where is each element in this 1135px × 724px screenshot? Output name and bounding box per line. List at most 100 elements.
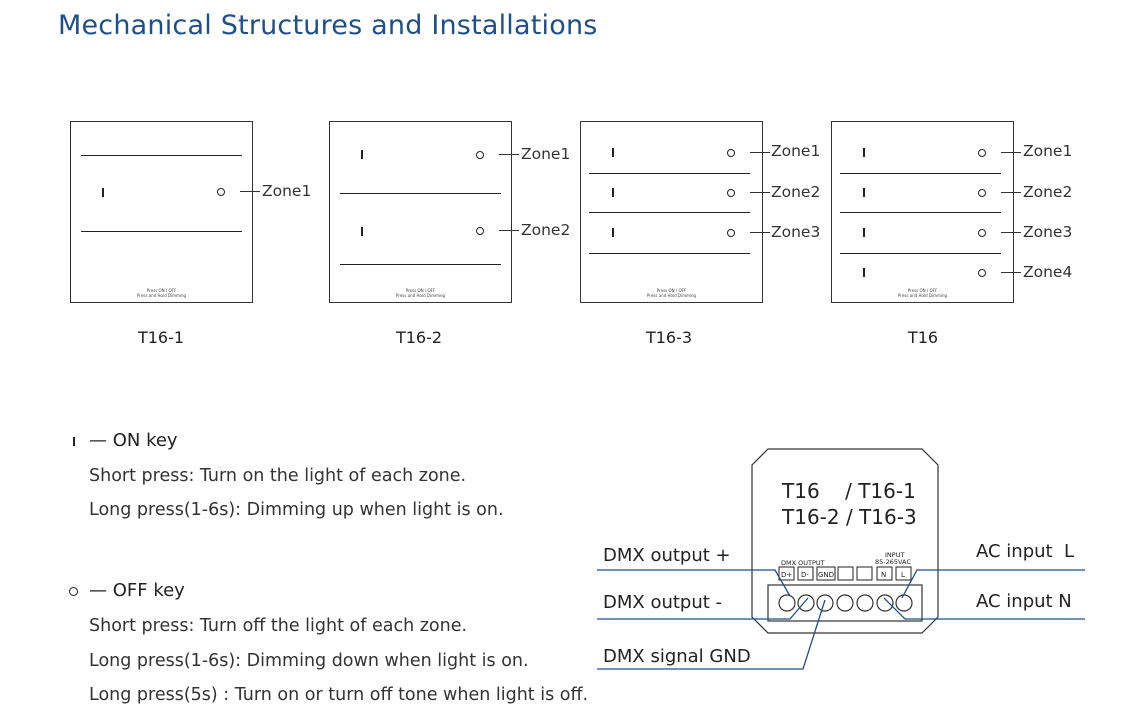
input-caption-1: INPUT — [885, 551, 904, 559]
on-key-icon — [361, 227, 363, 236]
screw-terminal — [876, 594, 894, 612]
off-key-icon — [978, 149, 986, 157]
terminal-box — [778, 566, 795, 581]
off-key-desc-2: Long press(1-6s): Dimming down when ligh… — [89, 651, 529, 671]
zone-label: Zone3 — [1023, 223, 1073, 241]
screw-terminal — [816, 594, 834, 612]
zone-leader — [1001, 232, 1021, 233]
divider-line — [589, 253, 750, 254]
on-key-icon — [863, 148, 865, 157]
zone-label: Zone2 — [521, 221, 571, 239]
off-key-icon — [978, 229, 986, 237]
zone-leader — [750, 192, 770, 193]
divider-line — [589, 212, 750, 213]
off-key-icon — [476, 227, 484, 235]
screw-terminal — [797, 594, 815, 612]
off-key-icon — [476, 151, 484, 159]
terminal-label: D+ — [781, 571, 792, 579]
off-key-heading: — OFF key — [89, 580, 185, 601]
zone-leader — [750, 152, 770, 153]
on-key-heading: — ON key — [89, 430, 178, 451]
zone-leader — [750, 232, 770, 233]
divider-line — [340, 264, 501, 265]
model-label: T16 — [907, 328, 939, 347]
screw-terminal — [836, 594, 854, 612]
terminal-box — [837, 566, 854, 581]
on-key-icon — [863, 268, 865, 277]
divider-line — [81, 155, 242, 156]
terminal-box — [816, 566, 836, 581]
terminal-label: L — [901, 571, 905, 579]
terminal-label: GND — [818, 571, 834, 579]
zone-leader — [499, 154, 519, 155]
zone-leader — [240, 191, 260, 192]
zone-label: Zone4 — [1023, 263, 1073, 281]
label-dmx-signal-gnd: DMX signal GND — [603, 646, 751, 667]
zone-label: Zone1 — [262, 182, 312, 200]
on-key-icon — [73, 437, 75, 446]
zone-label: Zone1 — [771, 142, 821, 160]
wires — [597, 569, 1085, 670]
off-key-icon — [727, 229, 735, 237]
device-model-line1: T16 / T16-1 — [781, 479, 916, 503]
off-key-icon — [727, 189, 735, 197]
wire-ac-n — [883, 597, 1085, 620]
on-key-icon — [612, 228, 614, 237]
off-key-icon — [978, 189, 986, 197]
terminal-label: N — [881, 571, 886, 579]
wire-dmx-plus — [597, 569, 791, 597]
label-dmx-output-minus: DMX output - — [603, 592, 722, 613]
device-outline — [751, 448, 939, 634]
zone-label: Zone2 — [771, 183, 821, 201]
off-key-icon — [217, 188, 225, 196]
screw-terminals — [778, 594, 913, 612]
on-key-icon — [612, 188, 614, 197]
screw-terminal — [856, 594, 874, 612]
terminal-box — [856, 566, 873, 581]
model-label: T16-3 — [645, 328, 693, 347]
on-key-icon — [361, 150, 363, 159]
zone-leader — [1001, 192, 1021, 193]
wire-dmx-minus — [597, 597, 809, 620]
terminal-labels: D+ D- GND N L — [778, 566, 912, 581]
screw-terminal-block — [767, 584, 923, 622]
zone-label: Zone1 — [1023, 142, 1073, 160]
on-key-icon — [863, 228, 865, 237]
wire-dmx-gnd — [597, 599, 826, 670]
on-key-desc-2: Long press(1-6s): Dimming up when light … — [89, 500, 504, 520]
on-key-icon — [612, 148, 614, 157]
screw-terminal — [778, 594, 796, 612]
device-model-line2: T16-2 / T16-3 — [781, 505, 917, 529]
divider-line — [840, 212, 1001, 213]
off-key-desc-3: Long press(5s) : Turn on or turn off ton… — [89, 685, 589, 705]
zone-leader — [1001, 152, 1021, 153]
label-ac-input-l: AC input L — [976, 541, 1074, 562]
on-key-icon — [863, 188, 865, 197]
terminal-label: D- — [801, 571, 809, 579]
terminal-box — [876, 566, 893, 581]
zone-label: Zone1 — [521, 145, 571, 163]
divider-line — [840, 253, 1001, 254]
off-key-desc-1: Short press: Turn off the light of each … — [89, 616, 468, 636]
divider-line — [840, 173, 1001, 174]
wire-ac-l — [901, 569, 1085, 599]
divider-line — [81, 231, 242, 232]
off-key-icon — [978, 269, 986, 277]
divider-line — [340, 193, 501, 194]
terminal-box — [797, 566, 814, 581]
input-caption-2: 85-265VAC — [875, 558, 911, 566]
zone-leader — [1001, 272, 1021, 273]
off-key-icon — [69, 587, 78, 596]
divider-line — [589, 173, 750, 174]
zone-leader — [499, 230, 519, 231]
model-label: T16-2 — [395, 328, 443, 347]
